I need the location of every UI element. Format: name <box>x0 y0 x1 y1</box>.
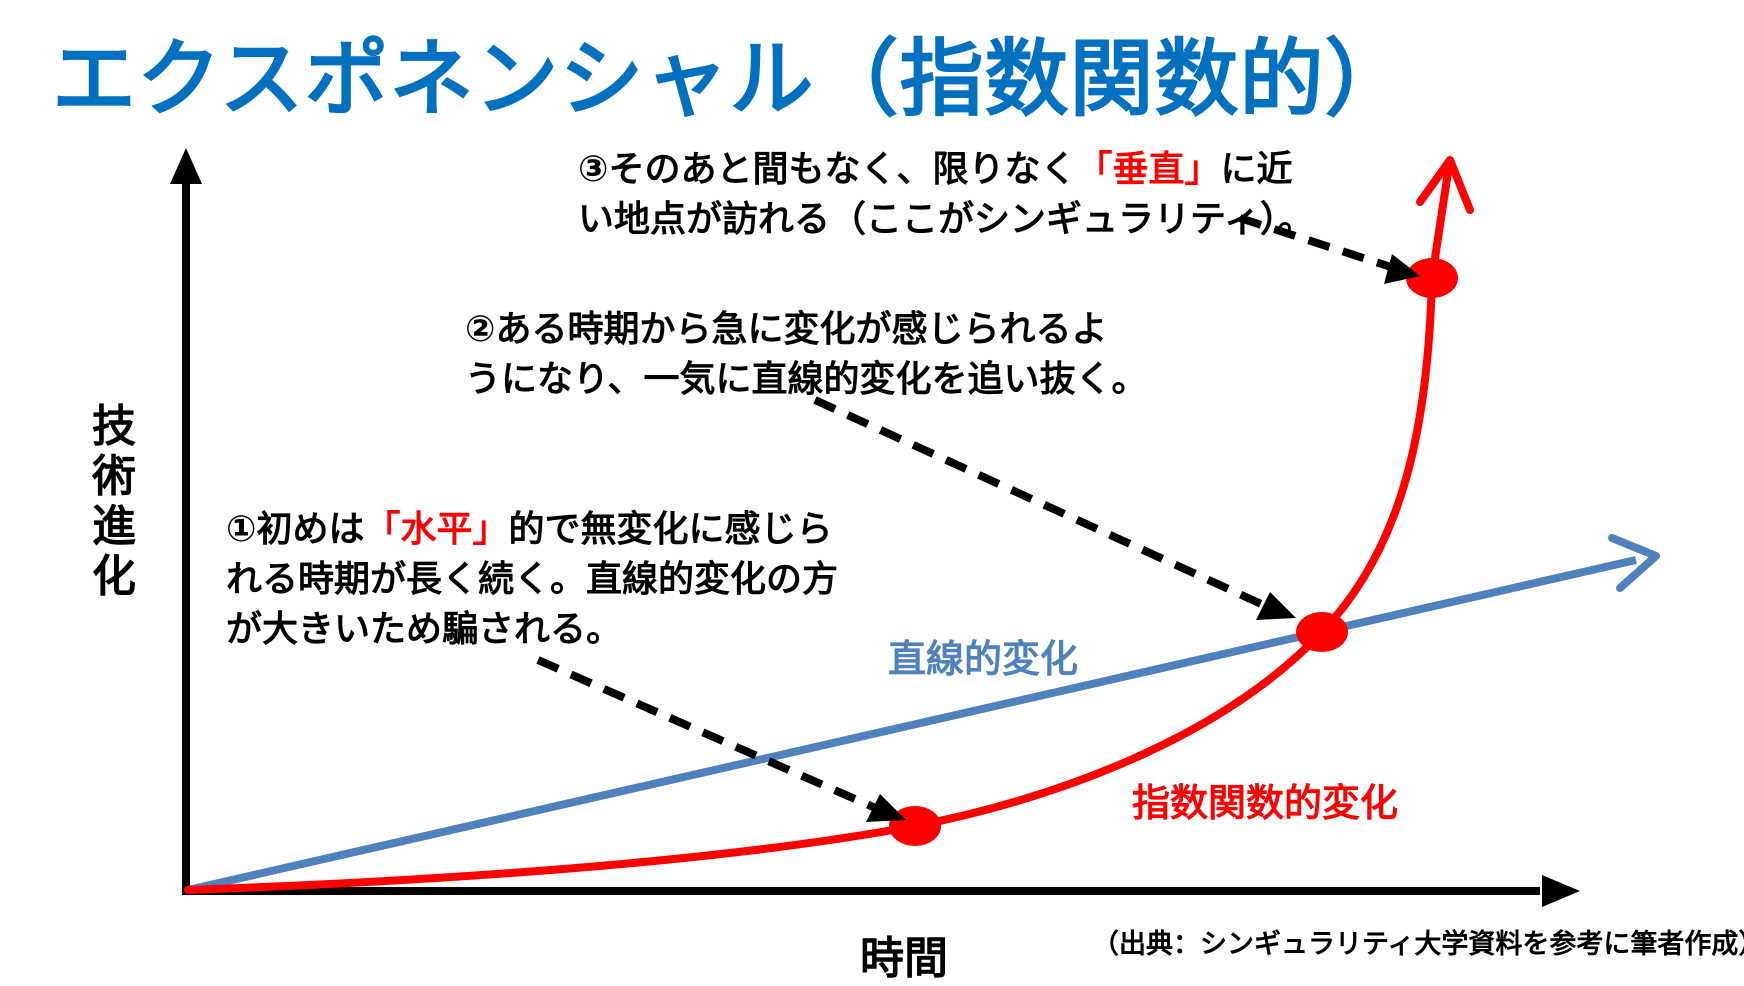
y-axis-arrowhead <box>170 148 202 184</box>
callout-arrowhead-3 <box>1384 254 1420 284</box>
source-citation: （出典：シンギュラリティ大学資料を参考に筆者作成） <box>1092 929 1744 960</box>
annotation-2-line-1: ②ある時期から急に変化が感じられるよ <box>465 309 1108 350</box>
annotation-1-highlight: 「水平」 <box>364 509 509 550</box>
annotation-3-text-cont: に近 <box>1220 149 1293 190</box>
annotation-1-text-cont: 的で無変化に感じら <box>508 509 833 550</box>
annotation-1-line-3: が大きいため騙される。 <box>226 609 623 650</box>
point-2-crossover <box>1296 612 1348 652</box>
annotation-3: ③そのあと間もなく、限りなく「垂直」に近 い地点が訪れる（ここがシンギュラリティ… <box>578 145 1314 245</box>
annotation-1-line-1: ①初めは「水平」的で無変化に感じら <box>226 505 838 555</box>
point-3-vertical-phase <box>1406 258 1458 298</box>
exponential-series-curve <box>184 168 1452 894</box>
annotation-2: ②ある時期から急に変化が感じられるよ うになり、一気に直線的変化を追い抜く。 <box>465 305 1148 405</box>
linear-series-line <box>187 556 1637 894</box>
callout-arrowhead-1 <box>866 794 906 822</box>
exponential-series-arrowhead <box>1416 156 1474 214</box>
callout-arrow-1 <box>536 656 882 814</box>
annotation-1-line-2: れる時期が長く続く。直線的変化の方 <box>226 559 839 600</box>
annotation-2-line-2: うになり、一気に直線的変化を追い抜く。 <box>465 359 1148 400</box>
annotation-1: ①初めは「水平」的で無変化に感じら れる時期が長く続く。直線的変化の方 が大きい… <box>226 505 838 655</box>
annotation-3-line-1: ③そのあと間もなく、限りなく「垂直」に近 <box>578 145 1314 195</box>
callout-arrow-2 <box>813 396 1272 612</box>
linear-series-label: 直線的変化 <box>888 637 1079 681</box>
y-axis-label-char-4: 化 <box>92 551 136 602</box>
linear-series-arrowhead <box>1608 534 1660 592</box>
annotation-1-text: ①初めは <box>226 509 365 550</box>
y-axis-label: 技 術 進 化 <box>86 402 142 602</box>
callout-arrowhead-2 <box>1256 592 1296 620</box>
page-title: エクスポネンシャル（指数関数的） <box>52 30 1410 128</box>
annotation-3-text: ③そのあと間もなく、限りなく <box>578 149 1077 190</box>
x-axis-arrowhead <box>1542 875 1580 907</box>
exponential-series-label: 指数関数的変化 <box>1132 781 1399 825</box>
y-axis-label-char-2: 術 <box>92 451 136 502</box>
annotation-3-line-2: い地点が訪れる（ここがシンギュラリティ）。 <box>578 199 1314 240</box>
annotation-3-highlight: 「垂直」 <box>1076 149 1221 190</box>
y-axis-label-char-1: 技 <box>92 401 136 452</box>
callout-arrow-3 <box>1238 214 1396 272</box>
x-axis-label: 時間 <box>860 933 948 984</box>
y-axis-label-char-3: 進 <box>92 501 136 552</box>
